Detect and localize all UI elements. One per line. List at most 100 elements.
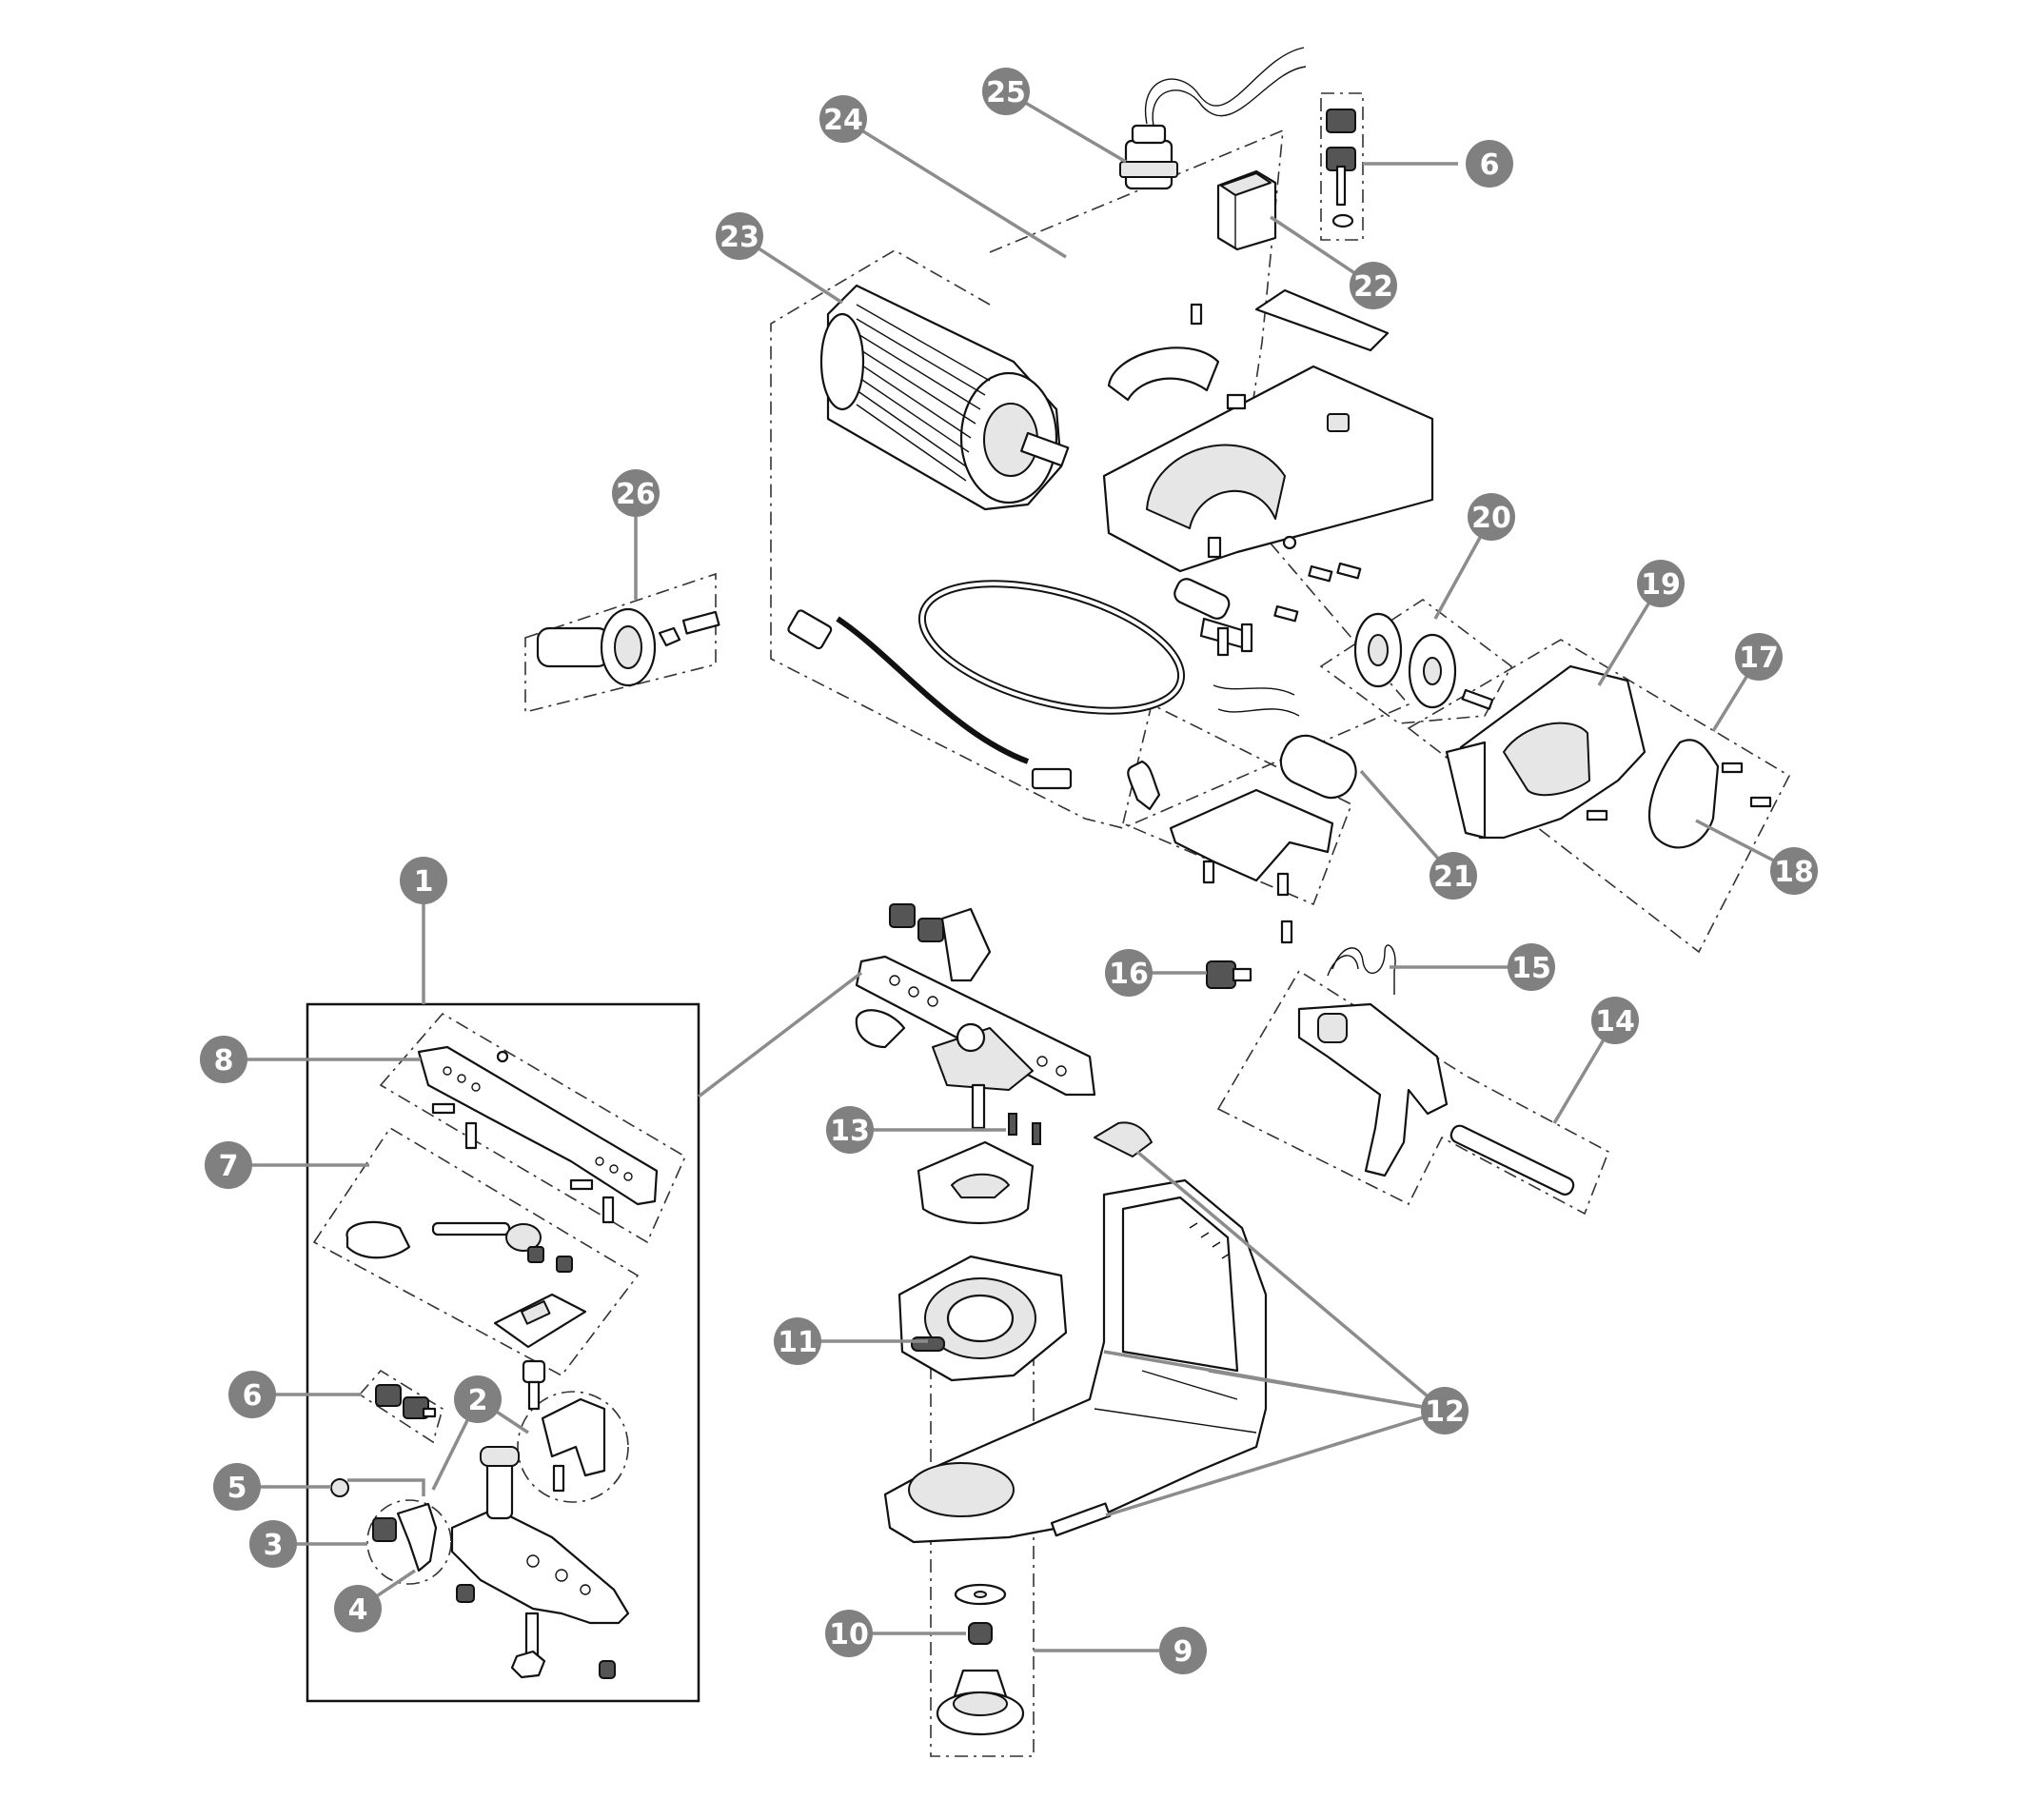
capacitor-part [1127, 684, 1357, 882]
callout-c23: 23 [716, 212, 763, 260]
callout-circle [826, 1106, 874, 1154]
callout-c5: 5 [213, 1463, 261, 1511]
callout-label: 20 [1471, 502, 1511, 535]
leader-24 [842, 117, 1067, 259]
turntable-part [897, 1255, 1068, 1382]
callout-c7: 7 [205, 1141, 252, 1189]
callout-label: 14 [1595, 1005, 1635, 1039]
callout-label: 6 [1480, 148, 1500, 182]
detail-circle-2 [517, 1391, 629, 1503]
switch-part [1216, 169, 1277, 251]
callout-label: 16 [1109, 958, 1149, 991]
callout-c16: 16 [1105, 949, 1153, 997]
callout-label: 4 [348, 1593, 368, 1627]
leader-12c [1103, 1350, 1446, 1413]
callout-circle [228, 1371, 276, 1418]
callout-circle [774, 1317, 821, 1365]
group-outline-20 [1319, 599, 1513, 724]
shaft-bracket-part [1173, 578, 1253, 657]
cover-plate-part [1254, 288, 1390, 352]
callout-c10: 10 [825, 1610, 873, 1657]
callout-circle [612, 469, 660, 517]
group-outline-6-top [1320, 92, 1364, 241]
callout-label: 13 [830, 1115, 870, 1148]
callout-label: 11 [778, 1326, 818, 1359]
callout-circle [1159, 1627, 1207, 1674]
callout-label: 10 [829, 1618, 869, 1652]
motor-part [819, 284, 1070, 511]
pulley-part [1353, 612, 1494, 710]
callout-c12: 12 [1421, 1387, 1469, 1434]
group-outline-24 [770, 129, 1410, 829]
callout-c17: 17 [1735, 633, 1783, 681]
callout-label: 22 [1353, 270, 1393, 304]
callout-label: 19 [1641, 568, 1681, 602]
knob-part-16 [1206, 960, 1252, 989]
base-part [883, 1178, 1268, 1544]
callout-c20: 20 [1468, 493, 1515, 541]
callout-label: 8 [214, 1044, 234, 1078]
group-outline-6-lower [358, 1369, 444, 1444]
callout-label: 15 [1511, 952, 1551, 985]
center-arm-assembly [855, 903, 1096, 1130]
leader-12a [1135, 1150, 1447, 1413]
group-outline-17 [1407, 639, 1791, 954]
callout-circle [982, 68, 1030, 115]
callout-label: 5 [227, 1472, 247, 1505]
group-outline-8 [379, 1012, 687, 1244]
cam-lever-part [372, 1502, 438, 1573]
callout-c18: 18 [1770, 847, 1818, 895]
callout-c9: 9 [1159, 1627, 1207, 1674]
callout-circle [716, 212, 763, 260]
kit-frame-1 [306, 1002, 700, 1703]
blade-guard-part [1445, 664, 1646, 840]
lower-bracket-part [450, 1446, 630, 1668]
callout-circle [205, 1141, 252, 1189]
callout-label: 2 [468, 1384, 488, 1417]
parts-artwork [330, 47, 1772, 1736]
cord-grommet-part [1119, 47, 1307, 190]
callout-circle [1468, 493, 1515, 541]
callout-c25: 25 [982, 68, 1030, 115]
leader-5b [347, 1478, 425, 1496]
spring-part [1327, 944, 1396, 995]
bolt-part [522, 1359, 546, 1411]
leader-1-group [697, 971, 863, 1098]
bottom-fasteners [456, 1584, 616, 1679]
fasteners-group [1190, 303, 1362, 944]
callout-c8: 8 [200, 1036, 247, 1083]
guard-cover-part [1648, 739, 1720, 849]
callout-circle [1508, 943, 1555, 991]
callout-circle [1591, 997, 1639, 1044]
callout-c4: 4 [334, 1585, 382, 1632]
bar-part-8 [417, 1045, 659, 1224]
callout-circle [1637, 560, 1685, 607]
handle-part-7 [345, 1220, 587, 1349]
group-outline-14 [1216, 969, 1610, 1216]
callout-label: 24 [823, 104, 863, 137]
callout-c22: 22 [1350, 262, 1397, 309]
callout-c19: 19 [1637, 560, 1685, 607]
callout-circle [1430, 852, 1477, 900]
upper-housing-part [1102, 346, 1434, 573]
knob-part-lower [375, 1384, 437, 1419]
power-cord-part [787, 580, 1186, 790]
callout-circle [1466, 140, 1513, 188]
callout-c2: 2 [454, 1375, 502, 1423]
callout-circle [1350, 262, 1397, 309]
callout-label: 26 [616, 478, 656, 511]
callout-label: 17 [1739, 642, 1779, 675]
callout-label: 25 [986, 76, 1026, 109]
detail-2-bracket [541, 1397, 606, 1493]
callout-circle [334, 1585, 382, 1632]
callout-circle [400, 857, 447, 904]
leader-12d [1105, 1409, 1446, 1517]
callout-c6a: 6 [1466, 140, 1513, 188]
callout-label: 1 [414, 865, 434, 899]
callout-label: 6 [243, 1379, 263, 1413]
callout-circle [200, 1036, 247, 1083]
leader-lines [224, 89, 1795, 1652]
callout-circle [1735, 633, 1783, 681]
